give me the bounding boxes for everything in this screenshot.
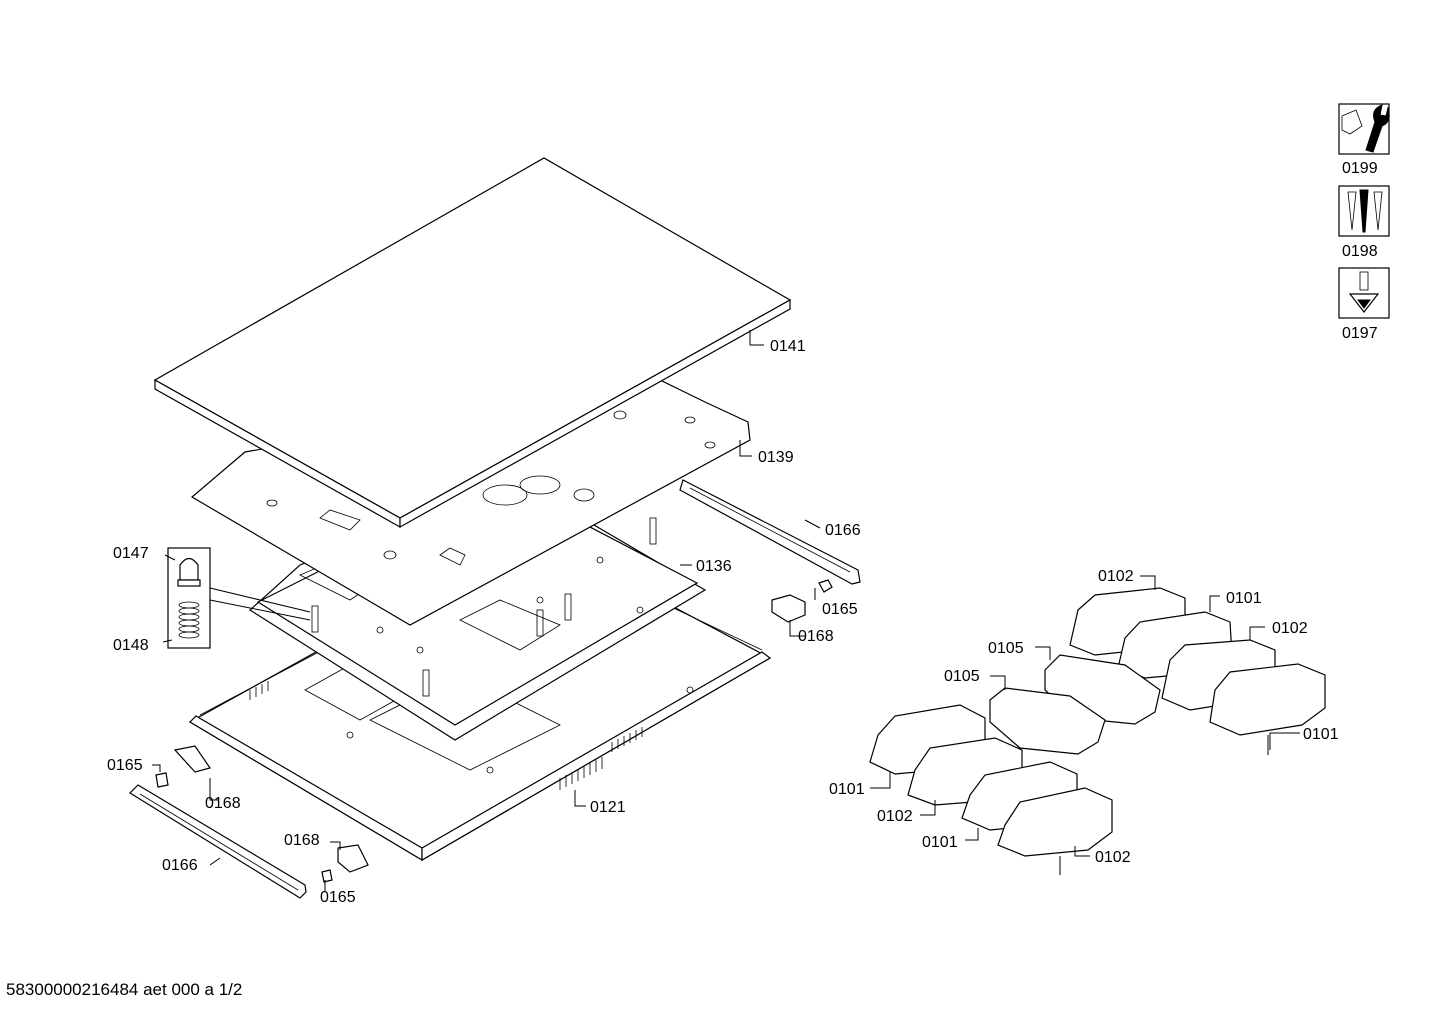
callout-0165-right: 0165 [822, 601, 858, 618]
callout-0165-bottom: 0165 [320, 889, 356, 906]
screw-icon [1338, 267, 1390, 319]
callout-0166-left: 0166 [162, 857, 198, 874]
callout-0105-a: 0105 [988, 640, 1024, 657]
callout-0147: 0147 [113, 545, 149, 562]
callout-0105-b: 0105 [944, 668, 980, 685]
leader-lines [152, 330, 1300, 892]
legend-code-0199: 0199 [1342, 160, 1378, 177]
callout-0148: 0148 [113, 637, 149, 654]
induction-coils [869, 587, 1326, 857]
callout-0121: 0121 [590, 799, 626, 816]
rail-right [679, 479, 861, 585]
callout-0102-a: 0102 [1098, 568, 1134, 585]
callout-0168-right: 0168 [798, 628, 834, 645]
wrench-nut-icon [1338, 103, 1390, 155]
callout-0102-d: 0102 [1095, 849, 1131, 866]
detail-box [167, 547, 311, 649]
springs [311, 517, 657, 697]
callout-0168-left: 0168 [205, 795, 241, 812]
callout-0101-c: 0101 [829, 781, 865, 798]
callout-0101-b: 0101 [1303, 726, 1339, 743]
callout-0136: 0136 [696, 558, 732, 575]
rail-left [129, 784, 307, 899]
legend-code-0197: 0197 [1342, 325, 1378, 342]
callout-0101-a: 0101 [1226, 590, 1262, 607]
callout-0101-d: 0101 [922, 834, 958, 851]
legend-code-0198: 0198 [1342, 243, 1378, 260]
screws-icon [1338, 185, 1390, 237]
callout-0141: 0141 [770, 338, 806, 355]
callout-0102-b: 0102 [1272, 620, 1308, 637]
callout-0165-left: 0165 [107, 757, 143, 774]
callout-0102-c: 0102 [877, 808, 913, 825]
glass-ceramic-top [153, 157, 792, 529]
brackets [155, 579, 833, 883]
callout-0166-right: 0166 [825, 522, 861, 539]
callout-0139: 0139 [758, 449, 794, 466]
document-id-footer: 58300000216484 aet 000 a 1/2 [6, 980, 243, 999]
callout-0168-bottom: 0168 [284, 832, 320, 849]
